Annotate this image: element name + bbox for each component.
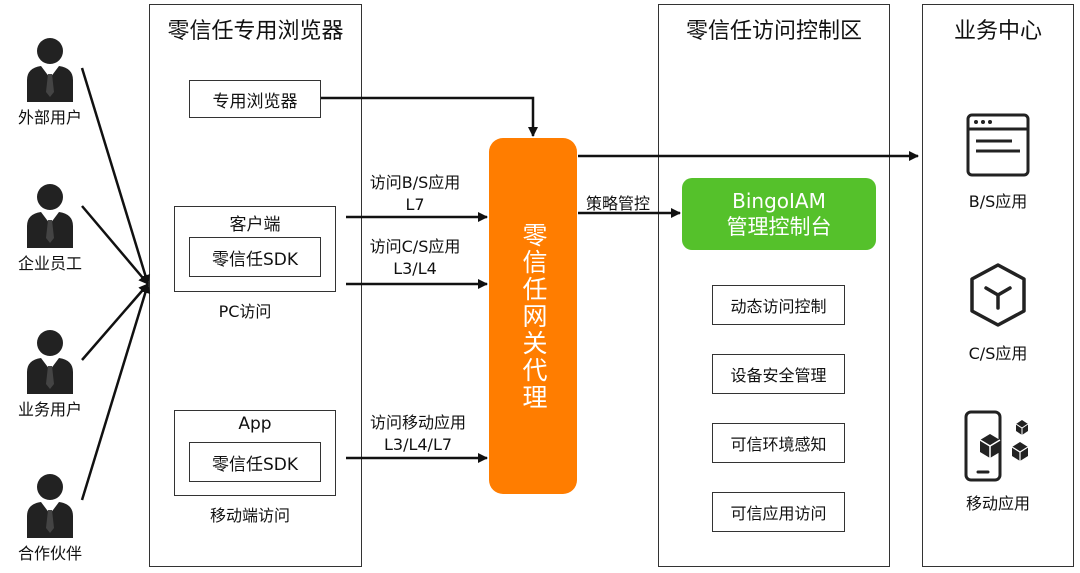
control-item-trusted-app: 可信应用访问	[712, 492, 845, 532]
user-label: 业务用户	[17, 400, 82, 419]
control-item-dynamic-access: 动态访问控制	[712, 285, 845, 325]
business-panel-title: 业务中心	[953, 19, 1042, 44]
browser-panel-title: 零信任专用浏览器	[167, 19, 344, 44]
iam-console: BingoIAM 管理控制台	[682, 178, 876, 250]
user-connector	[80, 283, 151, 501]
pc-access-label: PC访问	[218, 302, 272, 321]
iam-title: BingoIAM	[732, 189, 826, 213]
flow-cs-label: 访问C/S应用 L3/L4	[360, 236, 470, 280]
mobile-app-icon	[964, 410, 1029, 482]
control-item-trusted-env: 可信环境感知	[712, 423, 845, 463]
control-item-device-security: 设备安全管理	[712, 354, 845, 394]
business-panel: 业务中心	[922, 4, 1074, 567]
user-label: 合作伙伴	[17, 544, 82, 563]
flow-mobile-label: 访问移动应用 L3/L4/L7	[356, 412, 480, 456]
user-connector	[80, 67, 151, 285]
user-icon	[27, 184, 73, 248]
iam-subtitle: 管理控制台	[726, 215, 832, 239]
dedicated-browser-box: 专用浏览器	[189, 80, 321, 118]
browser-to-gateway	[321, 96, 538, 137]
flow-mobile-line2: L3/L4/L7	[383, 435, 453, 454]
zero-trust-gateway: 零信任网关代理	[489, 138, 577, 494]
client-title: 客户端	[229, 215, 281, 235]
user-business: 业务用户	[10, 326, 90, 420]
app-label-bs: B/S应用	[968, 192, 1028, 211]
flow-cs-line1: 访问C/S应用	[369, 237, 461, 256]
user-label: 外部用户	[17, 108, 82, 127]
user-connector	[81, 205, 149, 285]
user-icon	[27, 474, 73, 538]
client-sdk-box: 零信任SDK	[189, 237, 321, 277]
app-sdk-box: 零信任SDK	[189, 442, 321, 482]
flow-mobile-line1: 访问移动应用	[369, 413, 466, 432]
user-partner: 合作伙伴	[10, 470, 90, 564]
user-icon	[27, 38, 73, 102]
flow-bs-line1: 访问B/S应用	[369, 173, 461, 192]
user-connector	[81, 283, 149, 361]
mobile-access-label: 移动端访问	[209, 506, 290, 525]
policy-label: 策略管控	[586, 194, 651, 213]
app-label-mobile: 移动应用	[965, 494, 1030, 513]
user-employee: 企业员工	[10, 180, 90, 274]
control-panel-title: 零信任访问控制区	[685, 19, 862, 44]
user-external: 外部用户	[10, 34, 90, 128]
cube-icon	[970, 263, 1026, 327]
user-icon	[27, 330, 73, 394]
flow-cs-line2: L3/L4	[393, 259, 437, 278]
gateway-label: 零信任网关代理	[519, 221, 548, 411]
browser-window-icon	[966, 113, 1030, 177]
flow-bs-label: 访问B/S应用 L7	[360, 172, 470, 216]
user-label: 企业员工	[17, 254, 82, 273]
app-label-cs: C/S应用	[968, 344, 1028, 363]
app-title: App	[238, 414, 272, 434]
flow-bs-line2: L7	[405, 195, 425, 214]
